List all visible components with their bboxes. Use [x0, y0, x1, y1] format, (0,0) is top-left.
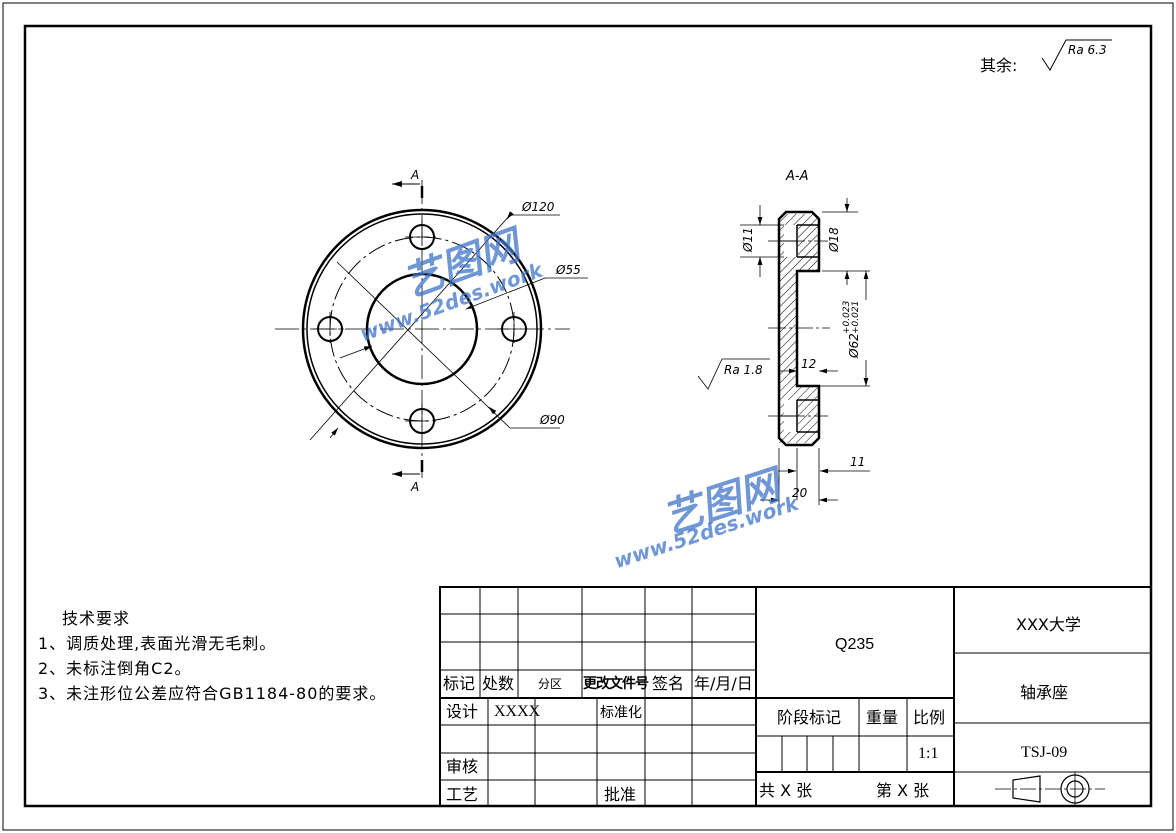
dim-d11: Ø11: [741, 227, 755, 253]
roughness-symbol: [1041, 39, 1112, 71]
dim-ra18: Ra 1.8: [724, 363, 763, 377]
roughness-note: 其余:: [980, 56, 1018, 75]
tb-material: Q235: [835, 636, 875, 653]
tech-item-1: 1、调质处理,表面光滑无毛刺。: [38, 634, 277, 653]
dim-tol-lower: +0.021: [851, 301, 861, 334]
tech-item-2: 2、未标注倒角C2。: [38, 659, 192, 678]
tb-design: 设计: [446, 702, 479, 721]
tb-scale: 1:1: [918, 745, 939, 762]
dim-d62: Ø62: [847, 333, 861, 359]
tb-approve: 批准: [604, 785, 637, 804]
tb-mark: 标记: [443, 674, 476, 693]
tech-title: 技术要求: [62, 609, 131, 628]
tb-designer: XXXX: [494, 703, 541, 720]
tb-doc: 更改文件号: [583, 676, 649, 692]
tb-date: 年/月/日: [694, 674, 753, 693]
dim-d90: Ø90: [539, 413, 565, 427]
dim-d18: Ø18: [827, 227, 841, 253]
dim-w11: 11: [850, 455, 865, 469]
tb-sign: 签名: [652, 674, 685, 693]
tb-count: 处数: [482, 674, 515, 693]
tech-item-3: 3、未注形位公差应符合GB1184-80的要求。: [38, 684, 387, 703]
tb-standard: 标准化: [600, 705, 642, 721]
technical-requirements: 技术要求 1、调质处理,表面光滑无毛刺。 2、未标注倒角C2。 3、未注形位公差…: [38, 606, 386, 706]
tb-part-name: 轴承座: [1020, 683, 1069, 702]
tb-scale-label: 比例: [913, 708, 946, 727]
tb-review: 审核: [446, 757, 479, 776]
title-block-grid: [439, 586, 1152, 807]
section-mark-top: A: [410, 168, 419, 182]
dim-d120: Ø120: [521, 200, 555, 214]
roughness-value: Ra 6.3: [1068, 43, 1107, 57]
tb-process: 工艺: [446, 785, 479, 804]
tb-drawing-no: TSJ-09: [1021, 744, 1068, 761]
dim-tol-upper: +0.023: [842, 300, 852, 334]
projection-symbol: [995, 772, 1105, 806]
section-view: [697, 198, 870, 505]
tb-stage: 阶段标记: [777, 708, 842, 727]
tb-sheet-no: 第 X 张: [876, 781, 930, 800]
dim-d55: Ø55: [555, 263, 581, 277]
tb-school: XXX大学: [1016, 615, 1081, 634]
section-title: A-A: [785, 169, 808, 184]
section-mark-bottom: A: [410, 480, 419, 494]
front-view: [275, 180, 588, 478]
tb-zone: 分区: [538, 677, 563, 691]
dim-w12: 12: [801, 357, 816, 371]
tb-weight: 重量: [866, 708, 899, 727]
dim-w20: 20: [792, 486, 808, 500]
tb-sheets-total: 共 X 张: [759, 781, 813, 800]
